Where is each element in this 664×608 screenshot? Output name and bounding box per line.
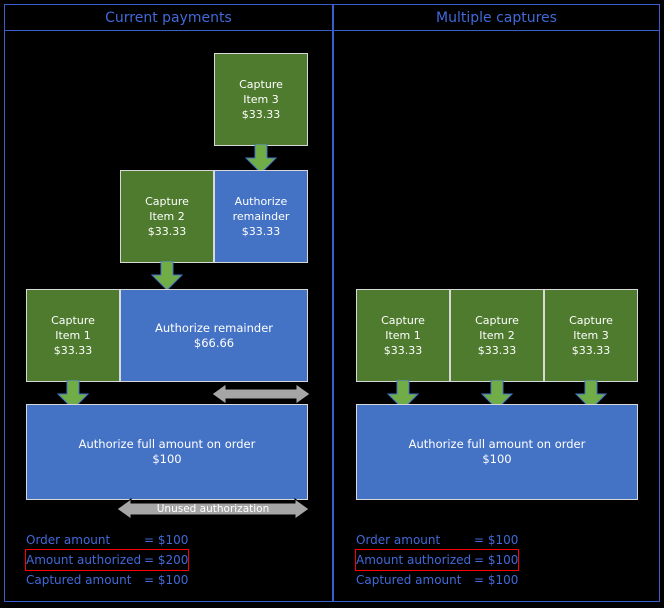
legend-right: Order amount = $100 Amount authorized = … xyxy=(354,530,520,590)
box-line: Item 3 xyxy=(573,329,609,342)
box-capture-item-2-right[interactable]: Capture Item 2 $33.33 xyxy=(450,289,544,382)
down-arrow-icon xyxy=(56,380,90,410)
legend-value: = $100 xyxy=(144,533,189,547)
down-arrow-icon xyxy=(150,261,184,291)
down-arrow-icon xyxy=(386,380,420,410)
legend-row-order-amount: Order amount = $100 xyxy=(26,530,188,550)
box-line: Item 1 xyxy=(55,329,91,342)
panel-title-multiple-captures: Multiple captures xyxy=(334,5,659,31)
box-line: $33.33 xyxy=(571,344,611,357)
legend-label: Amount authorized xyxy=(356,553,472,567)
box-line: Capture xyxy=(51,314,95,327)
box-line: $66.66 xyxy=(193,335,235,350)
box-line: $33.33 xyxy=(53,344,93,357)
legend-left: Order amount = $100 Amount authorized = … xyxy=(24,530,190,590)
box-capture-item-2-left[interactable]: Capture Item 2 $33.33 xyxy=(120,170,214,263)
box-line: $33.33 xyxy=(241,108,281,121)
box-capture-item-3-right[interactable]: Capture Item 3 $33.33 xyxy=(544,289,638,382)
panel-title-current-payments: Current payments xyxy=(5,5,332,31)
box-line: Authorize full amount on order xyxy=(78,437,256,451)
legend-row-amount-authorized: Amount authorized = $100 xyxy=(354,549,520,571)
legend-value: = $100 xyxy=(474,533,519,547)
panel-multiple-captures: Multiple captures xyxy=(333,4,660,602)
unused-authorization-arrow: Unused authorization xyxy=(117,498,309,520)
box-line: Item 3 xyxy=(243,93,279,106)
down-arrow-icon xyxy=(480,380,514,410)
legend-row-captured-amount: Captured amount = $100 xyxy=(26,570,188,590)
box-line: $100 xyxy=(152,452,182,466)
legend-label: Order amount xyxy=(26,533,111,547)
box-line: $33.33 xyxy=(147,225,187,238)
down-arrow-icon xyxy=(244,144,278,174)
legend-value: = $100 xyxy=(144,573,189,587)
box-authorize-remainder-33[interactable]: Authorize remainder $33.33 xyxy=(214,170,308,263)
box-line: $100 xyxy=(482,452,512,466)
double-arrow-gap-icon xyxy=(212,382,310,406)
down-arrow-icon xyxy=(574,380,608,410)
box-authorize-full-amount-right[interactable]: Authorize full amount on order $100 xyxy=(356,404,638,500)
box-line: Item 2 xyxy=(479,329,515,342)
legend-value: = $200 xyxy=(144,553,189,567)
box-line: Item 2 xyxy=(149,210,185,223)
box-capture-item-1-left[interactable]: Capture Item 1 $33.33 xyxy=(26,289,120,382)
box-authorize-full-amount-left[interactable]: Authorize full amount on order $100 xyxy=(26,404,308,500)
box-line: Capture xyxy=(239,78,283,91)
box-line: Capture xyxy=(145,195,189,208)
box-line: Authorize xyxy=(234,195,288,208)
legend-label: Order amount xyxy=(356,533,441,547)
legend-value: = $100 xyxy=(474,573,519,587)
panel-current-payments: Current payments xyxy=(4,4,333,602)
box-line: remainder xyxy=(232,210,290,223)
box-capture-item-3-left[interactable]: Capture Item 3 $33.33 xyxy=(214,53,308,146)
box-line: $33.33 xyxy=(383,344,423,357)
box-line: Capture xyxy=(381,314,425,327)
legend-row-amount-authorized: Amount authorized = $200 xyxy=(24,549,190,571)
box-authorize-remainder-66[interactable]: Authorize remainder $66.66 xyxy=(120,289,308,382)
legend-label: Captured amount xyxy=(26,573,132,587)
box-line: Authorize full amount on order xyxy=(408,437,586,451)
legend-value: = $100 xyxy=(474,553,519,567)
box-line: Item 1 xyxy=(385,329,421,342)
legend-label: Captured amount xyxy=(356,573,462,587)
box-capture-item-1-right[interactable]: Capture Item 1 $33.33 xyxy=(356,289,450,382)
box-line: Authorize remainder xyxy=(154,320,274,335)
legend-row-order-amount: Order amount = $100 xyxy=(356,530,518,550)
legend-row-captured-amount: Captured amount = $100 xyxy=(356,570,518,590)
box-line: $33.33 xyxy=(477,344,517,357)
box-line: Capture xyxy=(569,314,613,327)
legend-label: Amount authorized xyxy=(26,553,142,567)
unused-authorization-label: Unused authorization xyxy=(156,503,270,515)
box-line: Capture xyxy=(475,314,519,327)
box-line: $33.33 xyxy=(241,225,281,238)
